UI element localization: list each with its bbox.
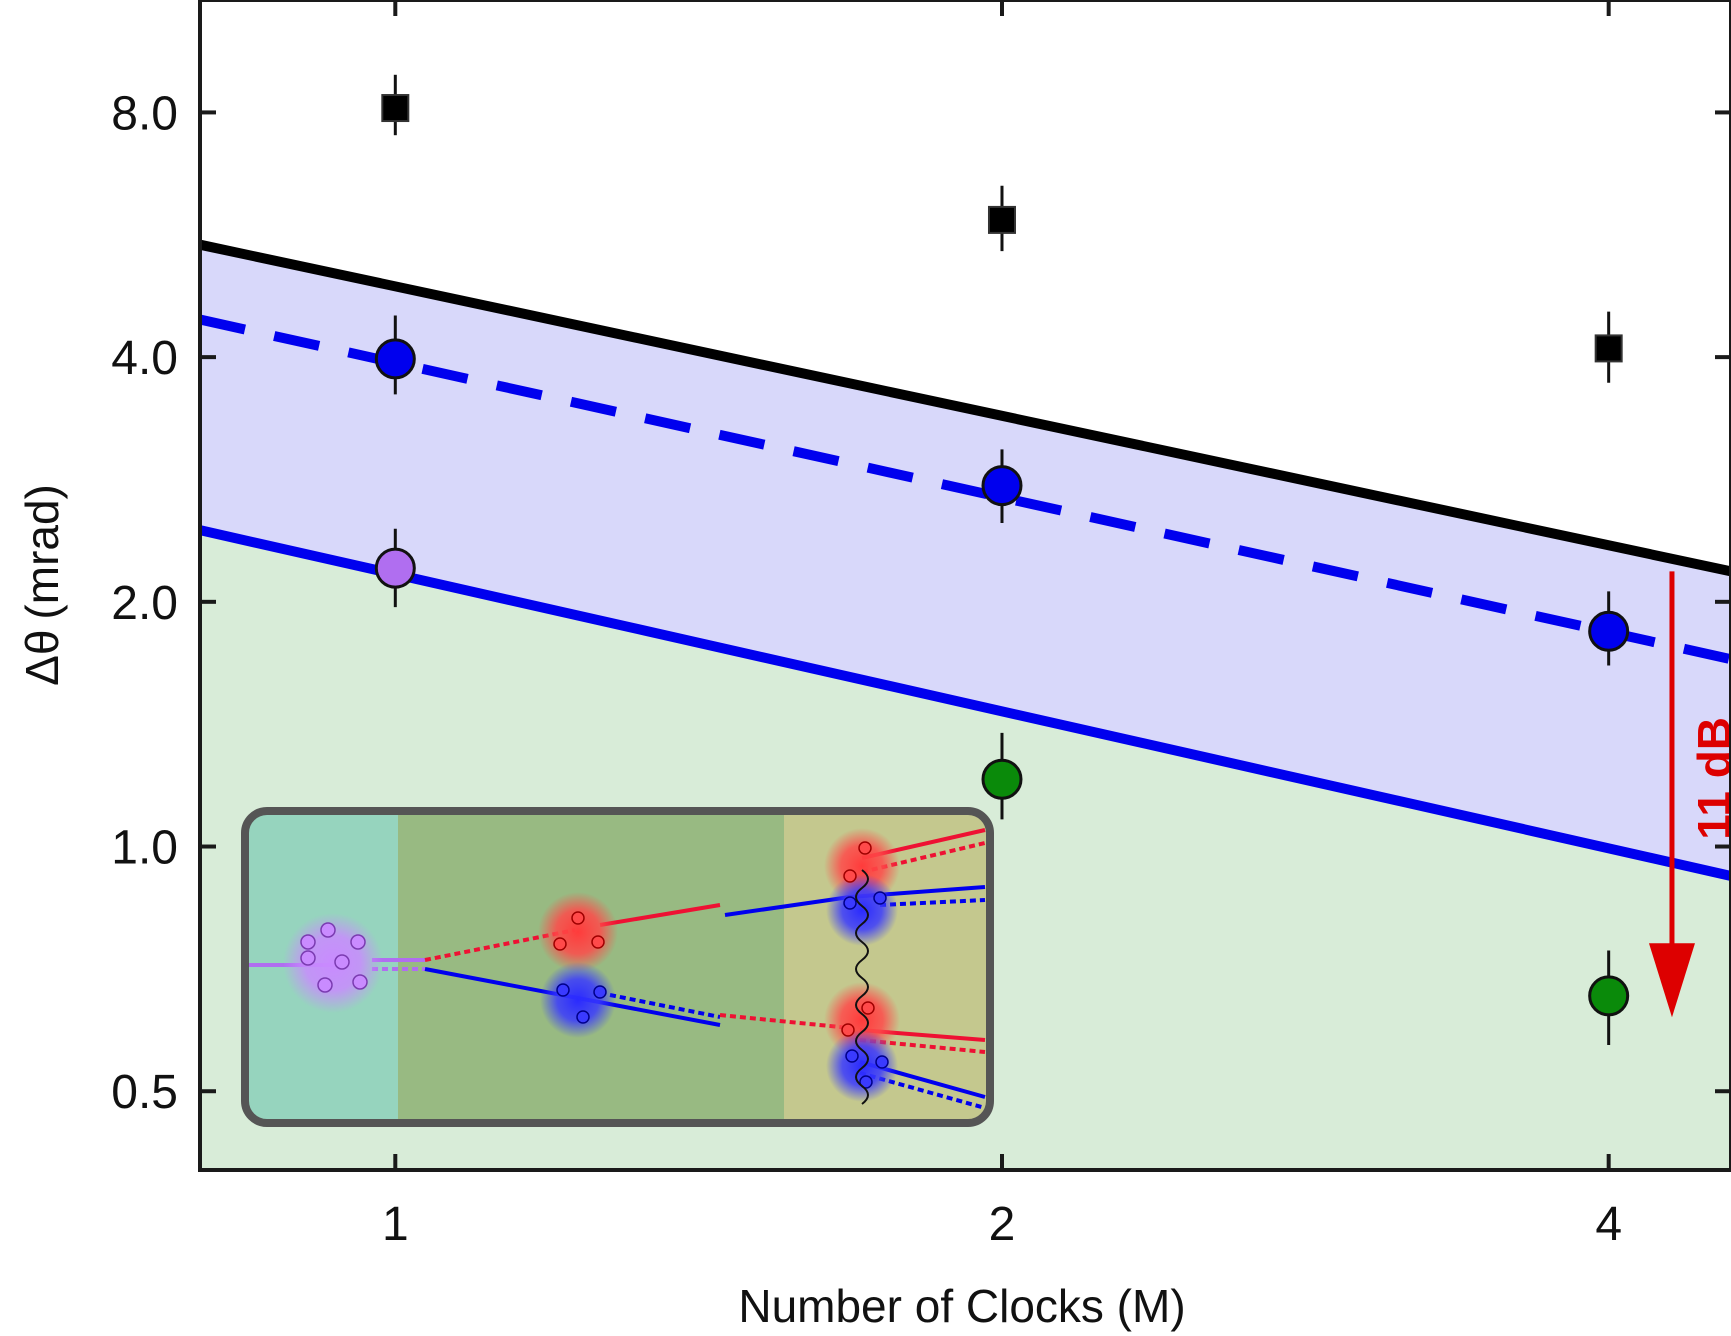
y-tick-label: 4.0 xyxy=(111,332,178,385)
data-points xyxy=(374,74,1630,1045)
y-axis-unit: (mrad) xyxy=(16,484,68,619)
data-point-circle xyxy=(374,338,416,380)
fit-line-3 xyxy=(200,525,1731,881)
y-tick-label: 2.0 xyxy=(111,577,178,630)
annotation-11db: 11 dB xyxy=(1648,571,1731,1018)
inset-schematic xyxy=(241,807,994,1127)
svg-text:Δθ(mrad): Δθ (mrad) xyxy=(16,484,68,686)
fit-lines xyxy=(200,239,1731,881)
annotation-label: 11 dB xyxy=(1688,717,1731,840)
y-axis-symbol: Δθ xyxy=(16,630,68,686)
annotation-arrow-head xyxy=(1648,943,1695,1018)
x-axis-label: Number of Clocks (M) xyxy=(738,1280,1185,1332)
y-tick-label: 1.0 xyxy=(111,822,178,875)
x-tick-label: 2 xyxy=(989,1198,1016,1251)
data-point-circle xyxy=(1588,610,1630,652)
x-tick-label: 1 xyxy=(382,1198,409,1251)
plot-frame xyxy=(198,0,1731,1172)
fit-line-1 xyxy=(200,239,1731,577)
y-tick-label: 0.5 xyxy=(111,1066,178,1119)
data-point-circle xyxy=(374,547,416,589)
data-point-circle xyxy=(981,465,1023,507)
axis-ticks: 1 2 4 0.5 1.0 2.0 4.0 8.0 xyxy=(111,0,1731,1251)
y-axis-label: Δθ (mrad) xyxy=(16,484,68,686)
data-point-square xyxy=(1594,334,1623,363)
y-tick-label: 8.0 xyxy=(111,87,178,140)
x-tick-label: 4 xyxy=(1595,1198,1622,1251)
fit-line-2 xyxy=(200,314,1731,665)
data-point-square xyxy=(381,94,410,123)
data-point-circle xyxy=(981,758,1023,800)
data-point-square xyxy=(987,205,1016,234)
data-point-circle xyxy=(1588,975,1630,1017)
